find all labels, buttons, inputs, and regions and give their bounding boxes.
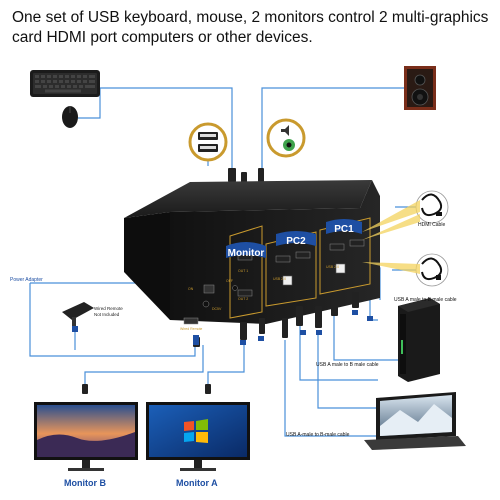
power-adapter-label: Power Adapter [10,277,43,283]
monitor-a [146,402,250,471]
usb-port-icon [188,122,228,162]
usb20-label-pc1: USB 2.0 [326,265,339,269]
monitor-a-label: Monitor A [176,478,218,488]
pc1-badge: PC1 [334,224,354,235]
usb20-label-pc2: USB 2.0 [273,277,286,281]
remote-icon [62,302,94,332]
power-plug [193,335,199,345]
usb-cable-label-2: USB A male to B male cable [316,362,379,368]
laptop-icon [364,392,466,450]
pc2-badge: PC2 [286,236,306,247]
page-title: One set of USB keyboard, mouse, 2 monito… [12,9,489,46]
monitor-plugs [82,384,211,394]
off-label: OFF [226,279,233,283]
wired-remote-port-label: Wired Remote [180,327,202,331]
on-label: ON [188,287,194,291]
usb-cable-label-3: USB A-male to B-male cable [286,432,350,438]
speaker-icon [404,66,436,110]
light-rays [362,200,420,274]
mouse-icon [62,106,78,128]
port-markers [240,310,373,345]
usb-cable-icon [415,253,449,287]
hdmi-cable-label: HDMI Cable [418,222,446,228]
monitor-badge: Monitor [228,248,265,259]
usb-cable-label-1: USB A male to B male cable [394,297,457,303]
dc5v-label: DC5V [212,307,222,311]
out2-label: OUT 2 [238,297,248,301]
monitor-b [34,402,138,471]
badges [226,219,362,258]
wired-remote-label: Wired Remote Not Included [94,306,123,317]
monitor-b-label: Monitor B [64,478,106,488]
keyboard-icon [30,70,100,97]
audio-port-icon [266,118,306,158]
kvm-switch [124,180,380,325]
computer-tower-icon [398,298,440,382]
hdmi-cable-icon [415,190,449,224]
out1-label: OUT 1 [238,269,248,273]
